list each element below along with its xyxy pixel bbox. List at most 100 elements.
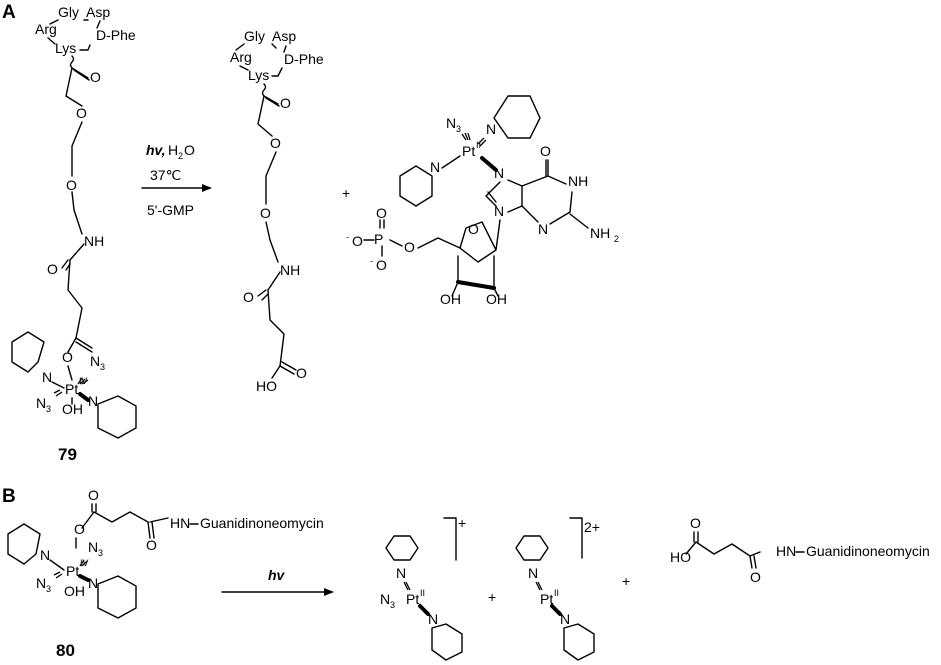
peptide-arg-label: Arg (35, 21, 57, 37)
atom-o-product-ether1: O (270, 135, 281, 151)
atom-oh-ribose-3: OH (440, 291, 461, 307)
guanine-ring-bonds (485, 159, 589, 229)
pyridine-ring-79-right (97, 395, 137, 439)
subscript-3-p1: 3 (390, 600, 395, 610)
atom-n-gmp-pyridine-left: N (430, 159, 440, 175)
atom-pt-79: Pt (65, 381, 78, 397)
atom-n-79-pyridine-right: N (88, 393, 98, 409)
atom-oh-79: OH (62, 401, 83, 417)
atom-o-phosphate-ester: O (404, 239, 415, 255)
atom-ho-product: HO (256, 378, 277, 394)
amide-product (257, 271, 281, 301)
amide-79 (61, 243, 85, 271)
atom-nh-product: NH (280, 262, 300, 278)
pt-pyridine-top-hatch-p1 (403, 581, 411, 591)
pt-pyridine-wedge-79 (78, 392, 90, 402)
atom-o-79-amide: O (47, 261, 58, 277)
pt-pyridine-wedge-80 (78, 574, 90, 582)
pyridine-ring-80-left (7, 523, 41, 565)
atom-n-79-azide-left: N (36, 395, 46, 411)
atom-n-p1-azide: N (380, 591, 390, 607)
pyridine-ring-79-left (11, 331, 45, 373)
pt-pyridine-top-hatch (477, 137, 487, 147)
atom-n-p2-top: N (528, 565, 538, 581)
acid-oh-bond (271, 365, 281, 379)
atom-hn-p3: HN (776, 543, 796, 559)
product-asp-label: Asp (272, 28, 296, 44)
oxidation-ii-gmp: II (476, 140, 481, 150)
atom-o-p3-acid-top: O (690, 515, 701, 531)
product-gly-label: Gly (244, 28, 265, 44)
atom-n-p1-bottom: N (428, 611, 438, 627)
succinyl-chain-p3 (685, 541, 761, 557)
atom-n-80-pyridine-right: N (88, 575, 98, 591)
atom-o-79-enol: O (62, 349, 73, 365)
pt-pyridine-top-hatch-p2 (535, 581, 543, 591)
chain-product-b (265, 151, 277, 205)
platinum-gmp-adduct: N 3 Pt II N N N N N NH O NH 2 O OH OH O … (346, 95, 619, 307)
atom-o-product-amide: O (243, 289, 254, 305)
wavy-bond-79 (69, 55, 75, 69)
pt-pyridine-left-bond-79 (51, 381, 65, 389)
succinamic-acid-product: O HO O HN Guanidinoneomycin (670, 515, 930, 585)
atom-oh-ribose-2: OH (486, 291, 507, 307)
atom-o-79-carbonyl: O (90, 69, 101, 85)
ribose-bold-bond (456, 280, 496, 290)
pt-n3-left-hatch-80 (53, 571, 63, 579)
oxidation-ii-p1: II (420, 588, 425, 598)
pyridine-ring-gmp-top (493, 95, 541, 139)
pt-guanine-wedge (480, 156, 498, 172)
atom-n-gmp-pyridine-top: N (486, 121, 496, 137)
condition-reagent-gmp: 5'-GMP (147, 202, 194, 218)
pyridine-ring-p2-top (515, 535, 549, 561)
atom-n-79-pyridine-left: N (42, 369, 52, 385)
ester-carbonyl-80 (91, 503, 97, 513)
oxidation-ii-p2: II (554, 588, 559, 598)
atom-pt-p1: Pt (406, 591, 419, 607)
carbonyl-product (263, 95, 280, 107)
chain-79-c (71, 191, 83, 235)
atom-o-product-acid: O (296, 365, 307, 381)
atom-o-guanine: O (540, 143, 551, 159)
atom-oh-80: OH (64, 583, 85, 599)
pt-azide-hatch-gmp (461, 132, 471, 141)
product-dphe-label: D-Phe (284, 51, 324, 67)
chain-79-a (65, 67, 83, 107)
product-lys-label: Lys (248, 67, 269, 83)
atom-n3-guanine: N (538, 221, 548, 237)
peptide-lys-label: Lys (55, 40, 76, 56)
subscript-3-80-left: 3 (46, 584, 51, 594)
subscript-3-gmp-azide: 3 (456, 124, 461, 134)
chain-79-d (67, 259, 83, 339)
atom-o-ribose: O (468, 221, 479, 237)
atom-o-79-ether1: O (76, 105, 87, 121)
wavy-bond-product (261, 83, 267, 97)
atom-n-p1-top: N (396, 565, 406, 581)
platinum-iv-center-79: Pt IV N 3 N 3 OH N N (11, 331, 137, 439)
pt-o-bond-79 (67, 365, 73, 381)
pt-n3-hatch-79 (77, 377, 89, 385)
ribose-5-bond (417, 237, 461, 249)
compound-80-structure: O O O HN Guanidinoneomycin Pt IV N 3 N 3… (7, 487, 324, 619)
condition-h2o-o: O (184, 142, 195, 158)
amide-n-bond-80 (149, 517, 169, 523)
atom-o-80-amide: O (146, 537, 157, 553)
chain-product-d (267, 289, 285, 367)
cyclic-peptide-79: Gly Asp Arg D-Phe Lys (35, 4, 136, 56)
amide-carbonyl-80 (147, 521, 155, 539)
atom-o-product-carbonyl: O (280, 95, 291, 111)
product-ring-bonds (235, 43, 287, 77)
pt-n3-left-hatch-79 (53, 389, 63, 397)
charge-two-plus-2: 2+ (584, 519, 600, 535)
atom-n-80-azide-left: N (36, 575, 46, 591)
plus-sign-b2: + (622, 573, 630, 589)
subscript-2-guanine: 2 (614, 234, 619, 244)
atom-n1h-guanine: NH (568, 173, 588, 189)
atom-pt-80: Pt (66, 563, 79, 579)
chain-product-a (257, 95, 273, 137)
charge-plus-1: + (458, 515, 466, 531)
acid-carbonyl-p3 (693, 531, 699, 543)
amide-carbonyl-p3 (749, 555, 757, 569)
pyridine-ring-80-right (97, 575, 137, 619)
